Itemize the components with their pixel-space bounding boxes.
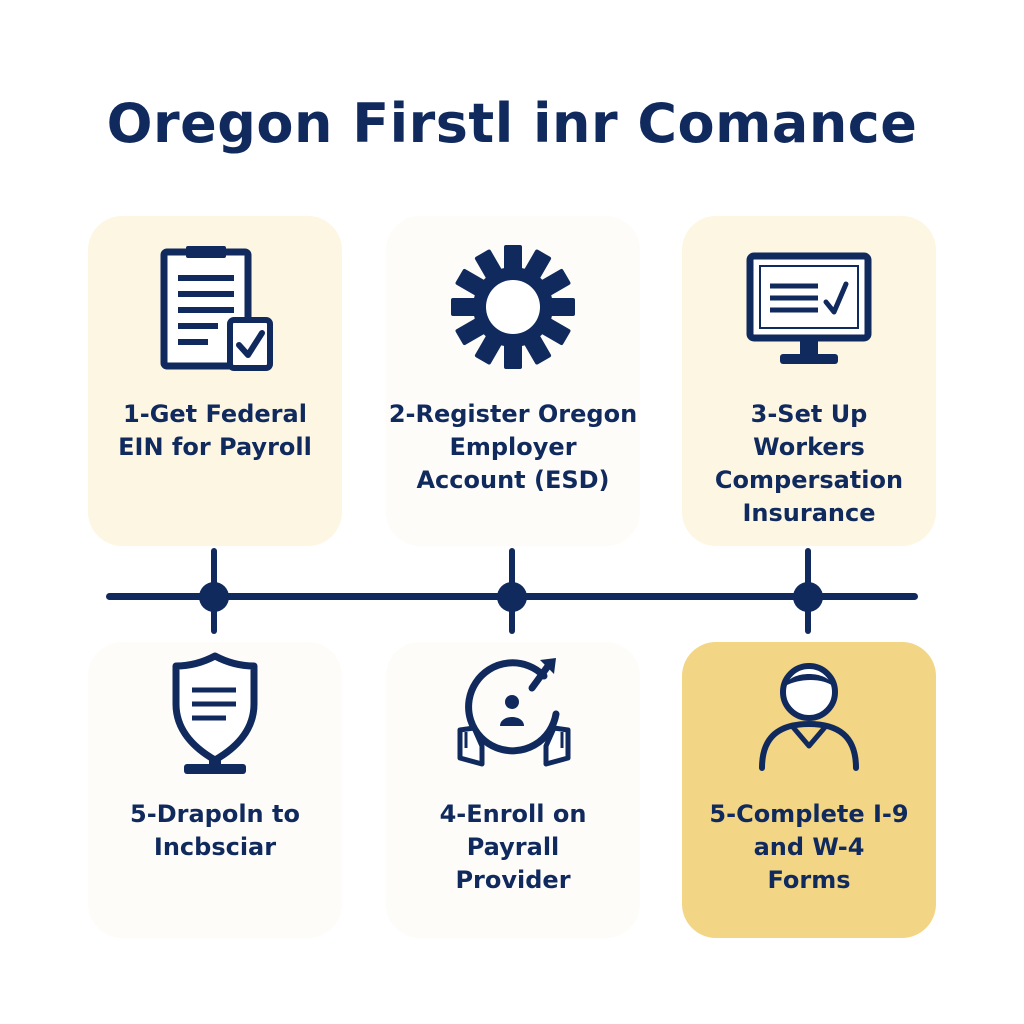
- timeline-node-1: [199, 582, 229, 612]
- page-title: Oregon Firstl inr Comance: [106, 92, 918, 155]
- timeline-node-3: [793, 582, 823, 612]
- shield-document-icon: [172, 652, 258, 774]
- gear-icon: [451, 245, 575, 369]
- step-card-4: [386, 642, 640, 938]
- step-label-1: 1-Get Federal EIN for Payroll: [118, 400, 312, 461]
- step-label-4: 4-Enroll on Payrall Provider: [439, 800, 587, 894]
- monitor-checklist-icon: [746, 252, 872, 364]
- person-icon: [759, 663, 859, 771]
- step-label-3: 3-Set Up Workers Compersation Insurance: [714, 400, 904, 527]
- step-label-5-complete: 5-Complete I-9 and W-4 Forms: [709, 800, 909, 894]
- timeline-node-2: [497, 582, 527, 612]
- step-label-2: 2-Register Oregon Employer Account (ESD): [388, 400, 638, 494]
- hands-person-icon: [457, 658, 571, 767]
- clipboard-check-icon: [160, 246, 273, 371]
- step-label-5-drapoln: 5-Drapoln to Incbsciar: [130, 800, 300, 861]
